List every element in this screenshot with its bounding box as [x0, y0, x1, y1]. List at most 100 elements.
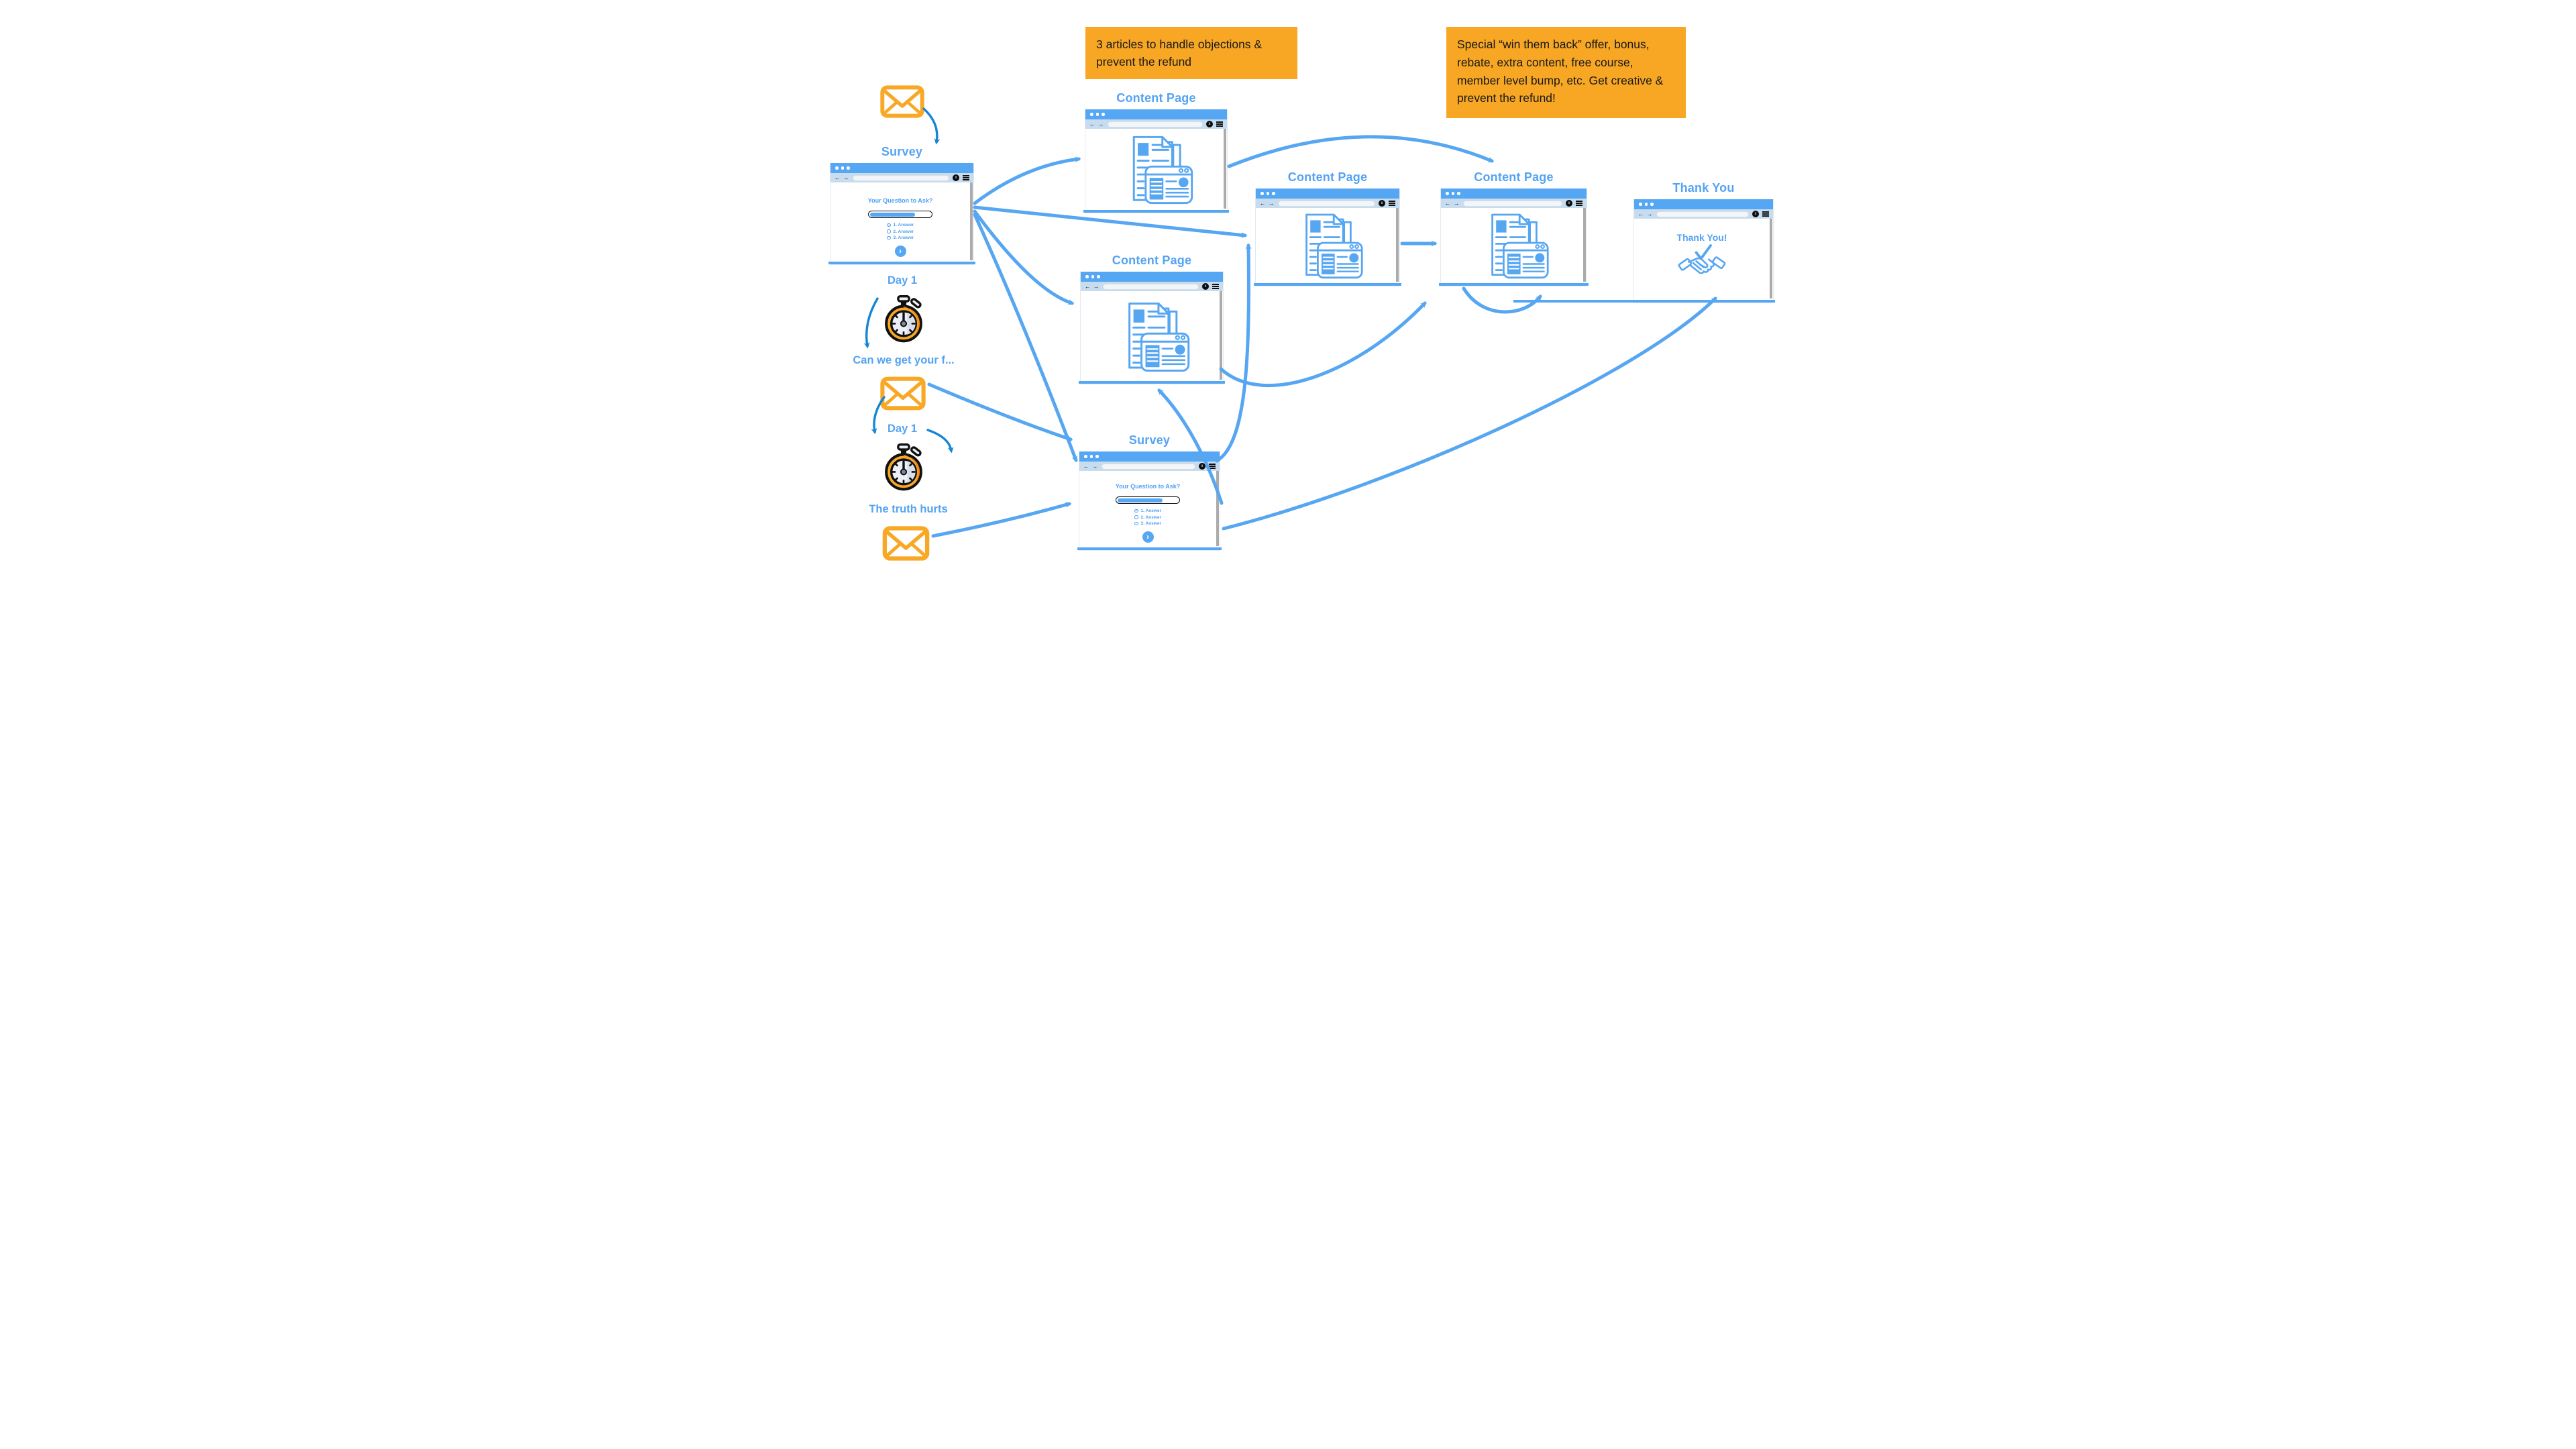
menu-icon[interactable]: [1212, 284, 1219, 289]
menu-icon[interactable]: [1209, 464, 1216, 469]
window-titlebar: [1634, 199, 1773, 209]
window-titlebar: [830, 163, 973, 173]
survey1-group: Survey ← → x Your Question to Ask? 1. An…: [828, 145, 975, 265]
close-icon[interactable]: x: [1206, 121, 1213, 127]
arrow-email2-to-survey2: [927, 382, 1073, 441]
window-titlebar: [1256, 189, 1399, 199]
arrow-survey1-to-content-top: [973, 156, 1081, 205]
browser-toolbar: ← → x: [1079, 462, 1220, 471]
close-icon[interactable]: x: [1566, 200, 1572, 207]
url-bar[interactable]: [1656, 211, 1749, 217]
stopwatch-icon-1: [881, 294, 926, 345]
content-bottom-window: ← → x: [1079, 272, 1225, 384]
content-top-window: ← → x: [1083, 109, 1229, 213]
window-bottom-bar: [828, 261, 975, 264]
back-forward-icons[interactable]: ← →: [1083, 462, 1099, 470]
radio-selected-icon[interactable]: [887, 223, 891, 227]
thankyou-window: ← → x Thank You!: [1513, 199, 1775, 303]
url-bar[interactable]: [853, 174, 949, 181]
menu-icon[interactable]: [1216, 121, 1223, 127]
close-icon[interactable]: x: [1752, 211, 1759, 217]
answer-option-3[interactable]: 3. Answer: [1134, 521, 1161, 526]
menu-icon[interactable]: [1576, 201, 1582, 206]
arrow-stopwatch1-left: [863, 297, 879, 349]
browser-toolbar: ← → x: [1256, 199, 1399, 208]
documents-illustration: [1305, 213, 1363, 279]
window-titlebar: [1085, 109, 1227, 119]
window-titlebar: [1079, 451, 1220, 462]
close-icon[interactable]: x: [1379, 200, 1385, 207]
thankyou-title: Thank You: [1672, 181, 1735, 195]
window-bottom-bar: [1077, 547, 1222, 550]
radio-selected-icon[interactable]: [1134, 508, 1138, 513]
content-bottom-group: Content Page ← → x: [1079, 254, 1225, 384]
callout-objections-text: 3 articles to handle objections & preven…: [1096, 38, 1263, 69]
answer-option-1[interactable]: 1. Answer: [1134, 508, 1161, 513]
arrow-funnel-to-thankyou: [1222, 297, 1717, 531]
url-bar[interactable]: [1278, 200, 1375, 207]
answer-option-1[interactable]: 1. Answer: [887, 223, 914, 227]
funnel-diagram: 3 articles to handle objections & preven…: [773, 0, 1803, 580]
next-button[interactable]: ›: [894, 246, 906, 257]
content-right-title: Content Page: [1474, 170, 1554, 184]
scrollbar[interactable]: [1216, 471, 1219, 546]
next-button[interactable]: ›: [1142, 531, 1154, 543]
url-bar[interactable]: [1102, 463, 1195, 470]
close-icon[interactable]: x: [1199, 463, 1205, 470]
survey2-window: ← → x Your Question to Ask? 1. Answer 2.…: [1077, 451, 1222, 551]
back-forward-icons[interactable]: ← →: [1085, 282, 1100, 290]
close-icon[interactable]: x: [953, 174, 959, 181]
back-forward-icons[interactable]: ← →: [835, 174, 850, 181]
radio-icon[interactable]: [887, 229, 891, 233]
documents-illustration: [1128, 302, 1189, 372]
radio-icon[interactable]: [1134, 521, 1138, 526]
email3-subject-label: The truth hurts: [869, 503, 948, 515]
menu-icon[interactable]: [1762, 211, 1769, 217]
scrollbar[interactable]: [1396, 208, 1399, 282]
back-forward-icons[interactable]: ← →: [1089, 120, 1105, 127]
window-titlebar: [1441, 189, 1587, 199]
menu-icon[interactable]: [1389, 201, 1395, 206]
window-titlebar: [1081, 272, 1223, 282]
answer-option-3[interactable]: 3. Answer: [887, 235, 914, 240]
scrollbar[interactable]: [1220, 291, 1222, 380]
browser-toolbar: ← → x: [1085, 119, 1227, 129]
menu-icon[interactable]: [963, 175, 969, 180]
answer-option-2[interactable]: 2. Answer: [1134, 515, 1161, 520]
content-top-group: Content Page ← → x: [1083, 91, 1229, 213]
browser-toolbar: ← → x: [830, 173, 973, 182]
survey-question: Your Question to Ask?: [867, 197, 933, 204]
content-middle-window: ← → x: [1254, 189, 1401, 286]
documents-illustration: [1132, 136, 1193, 205]
window-bottom-bar: [1254, 282, 1401, 286]
url-bar[interactable]: [1463, 200, 1562, 207]
progress-bar: [1116, 496, 1180, 504]
scrollbar[interactable]: [1224, 129, 1226, 209]
window-bottom-bar: [1083, 209, 1229, 213]
back-forward-icons[interactable]: ← →: [1445, 199, 1460, 207]
radio-icon[interactable]: [1134, 515, 1138, 519]
survey1-window: ← → x Your Question to Ask? 1. Answer 2.…: [828, 163, 975, 265]
content-right-group: Content Page ← → x: [1439, 170, 1589, 286]
url-bar[interactable]: [1108, 121, 1203, 127]
window-bottom-bar: [1439, 282, 1589, 286]
handshake-check-icon: [1678, 244, 1726, 274]
scrollbar[interactable]: [1583, 208, 1586, 282]
arrow-survey1-to-content-bottom: [973, 209, 1075, 305]
scrollbar[interactable]: [1770, 219, 1772, 299]
back-forward-icons[interactable]: ← →: [1638, 210, 1654, 217]
browser-toolbar: ← → x: [1441, 199, 1587, 208]
close-icon[interactable]: x: [1202, 283, 1209, 290]
url-bar[interactable]: [1103, 283, 1199, 290]
radio-icon[interactable]: [887, 235, 891, 240]
arrow-content-top-to-content-right: [1227, 135, 1495, 168]
scrollbar[interactable]: [970, 182, 973, 260]
content-middle-title: Content Page: [1287, 170, 1368, 184]
answer-option-2[interactable]: 2. Answer: [887, 229, 914, 234]
survey2-title: Survey: [1128, 433, 1171, 447]
back-forward-icons[interactable]: ← →: [1260, 199, 1275, 207]
survey-question: Your Question to Ask?: [1115, 483, 1181, 490]
callout-winback: Special “win them back” offer, bonus, re…: [1446, 27, 1686, 118]
stopwatch-icon-2: [881, 443, 926, 493]
thankyou-group: Thank You ← → x Thank You!: [1513, 181, 1775, 303]
